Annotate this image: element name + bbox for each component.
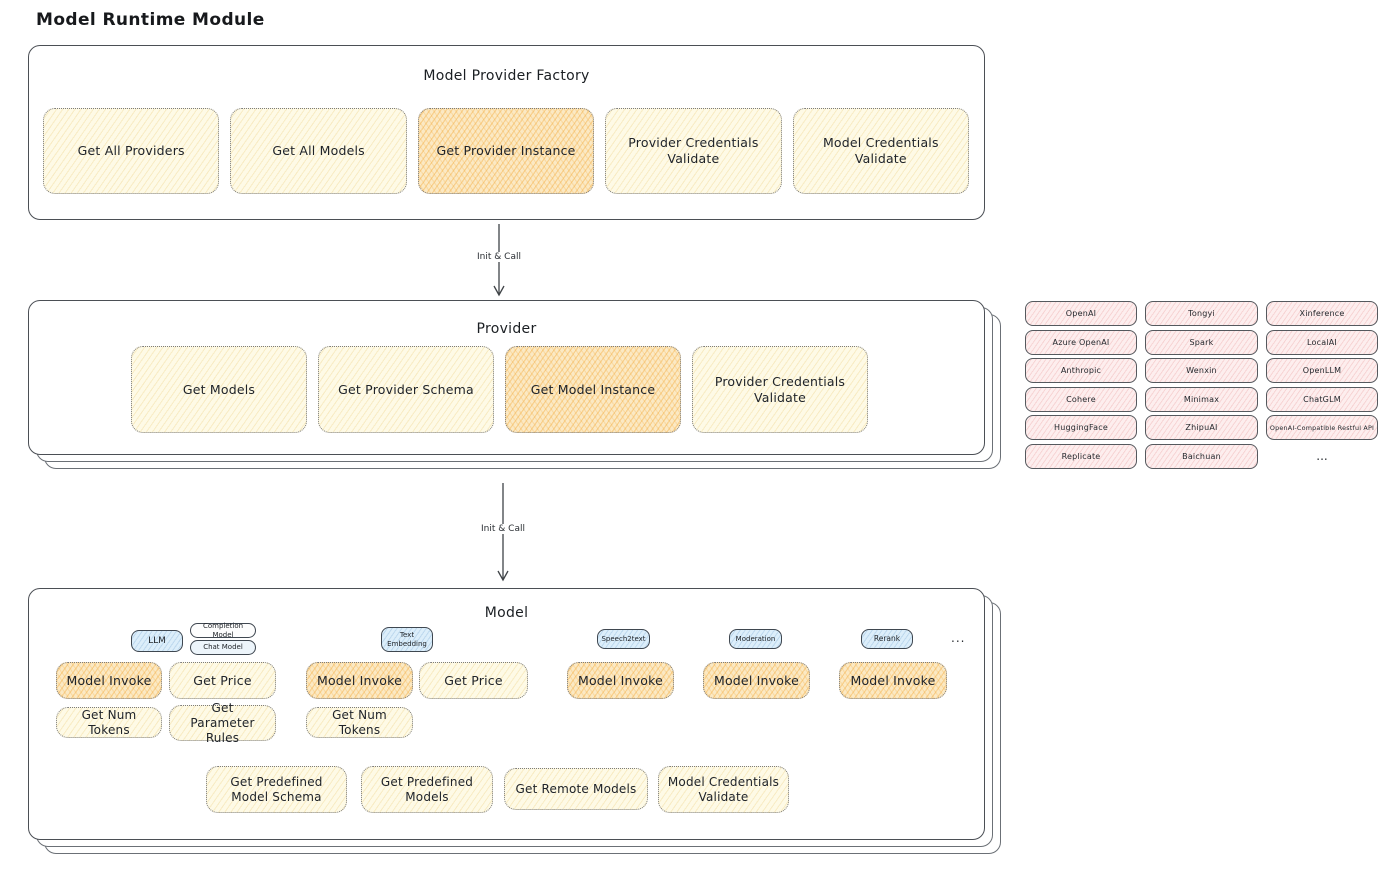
model-credentials-validate-node: Model Credentials Validate xyxy=(792,108,970,194)
provider-pill-openai-compatible: OpenAI-Compatible Restful API xyxy=(1266,415,1378,440)
provider-pill-azure-openai: Azure OpenAI xyxy=(1025,329,1137,355)
tab-text-embedding: Text Embedding xyxy=(381,627,433,652)
embedding-get-num-tokens-node: Get Num Tokens xyxy=(306,707,413,738)
provider-box: Provider Get Models Get Provider Schema … xyxy=(28,300,985,455)
provider-pill-openllm: OpenLLM xyxy=(1266,358,1378,383)
get-models-node: Get Models xyxy=(131,346,307,433)
tab-completion-model: Completion Model xyxy=(190,622,256,639)
get-all-providers-node: Get All Providers xyxy=(43,108,220,194)
provider-pill-huggingface: HuggingFace xyxy=(1025,415,1137,440)
factory-box-title: Model Provider Factory xyxy=(423,68,590,84)
speech2text-model-invoke-node: Model Invoke xyxy=(567,662,674,699)
provider-pill-replicate: Replicate xyxy=(1025,443,1137,469)
llm-model-invoke-node: Model Invoke xyxy=(56,662,162,699)
tab-speech2text: Speech2text xyxy=(597,629,650,649)
provider-list-more: ... xyxy=(1316,449,1328,463)
get-all-models-node: Get All Models xyxy=(230,108,407,194)
provider-pill-localai: LocalAI xyxy=(1266,329,1378,355)
llm-get-num-tokens-node: Get Num Tokens xyxy=(56,707,162,738)
get-model-instance-node: Get Model Instance xyxy=(505,346,681,433)
get-predefined-models-node: Get Predefined Models xyxy=(361,766,493,813)
model-tabs-more: ... xyxy=(951,631,966,645)
embedding-get-price-node: Get Price xyxy=(419,662,528,699)
provider-list: OpenAI Tongyi Xinference Azure OpenAI Sp… xyxy=(1025,301,1378,469)
provider-pill-cohere: Cohere xyxy=(1025,386,1137,412)
tab-moderation: Moderation xyxy=(729,629,782,649)
provider-pill-chatglm: ChatGLM xyxy=(1266,386,1378,412)
page-title: Model Runtime Module xyxy=(36,10,265,30)
provider-pill-zhipuai: ZhipuAI xyxy=(1145,415,1258,440)
llm-get-price-node: Get Price xyxy=(169,662,276,699)
provider-pill-tongyi: Tongyi xyxy=(1145,301,1258,326)
tab-rerank: Rerank xyxy=(861,629,913,649)
model-credentials-validate-node-2: Model Credentials Validate xyxy=(658,766,789,813)
provider-box-title: Provider xyxy=(476,321,537,337)
rerank-model-invoke-node: Model Invoke xyxy=(839,662,947,699)
embedding-model-invoke-node: Model Invoke xyxy=(306,662,413,699)
provider-credentials-validate-node-2: Provider Credentials Validate xyxy=(692,346,868,433)
provider-pill-xinference: Xinference xyxy=(1266,301,1378,326)
llm-get-parameter-rules-node: Get Parameter Rules xyxy=(169,701,276,745)
init-call-label-2: Init & Call xyxy=(477,524,529,534)
provider-pill-spark: Spark xyxy=(1145,329,1258,355)
model-box: Model LLM Completion Model Chat Model Te… xyxy=(28,588,985,840)
provider-pill-baichuan: Baichuan xyxy=(1145,443,1258,469)
provider-pill-wenxin: Wenxin xyxy=(1145,358,1258,383)
tab-chat-model: Chat Model xyxy=(190,640,256,655)
tab-llm: LLM xyxy=(131,630,183,652)
provider-pill-anthropic: Anthropic xyxy=(1025,358,1137,383)
get-remote-models-node: Get Remote Models xyxy=(504,768,648,810)
moderation-model-invoke-node: Model Invoke xyxy=(703,662,810,699)
get-provider-instance-node: Get Provider Instance xyxy=(417,108,595,194)
factory-box: Model Provider Factory Get All Providers… xyxy=(28,45,985,220)
provider-pill-openai: OpenAI xyxy=(1025,301,1137,326)
provider-buttons-row: Get Models Get Provider Schema Get Model… xyxy=(131,346,868,433)
provider-pill-minimax: Minimax xyxy=(1145,386,1258,412)
get-predefined-model-schema-node: Get Predefined Model Schema xyxy=(206,766,347,813)
init-call-label-1: Init & Call xyxy=(473,252,525,262)
get-provider-schema-node: Get Provider Schema xyxy=(318,346,494,433)
factory-buttons-row: Get All Providers Get All Models Get Pro… xyxy=(43,108,970,194)
provider-credentials-validate-node: Provider Credentials Validate xyxy=(605,108,782,194)
model-box-title: Model xyxy=(484,605,529,621)
